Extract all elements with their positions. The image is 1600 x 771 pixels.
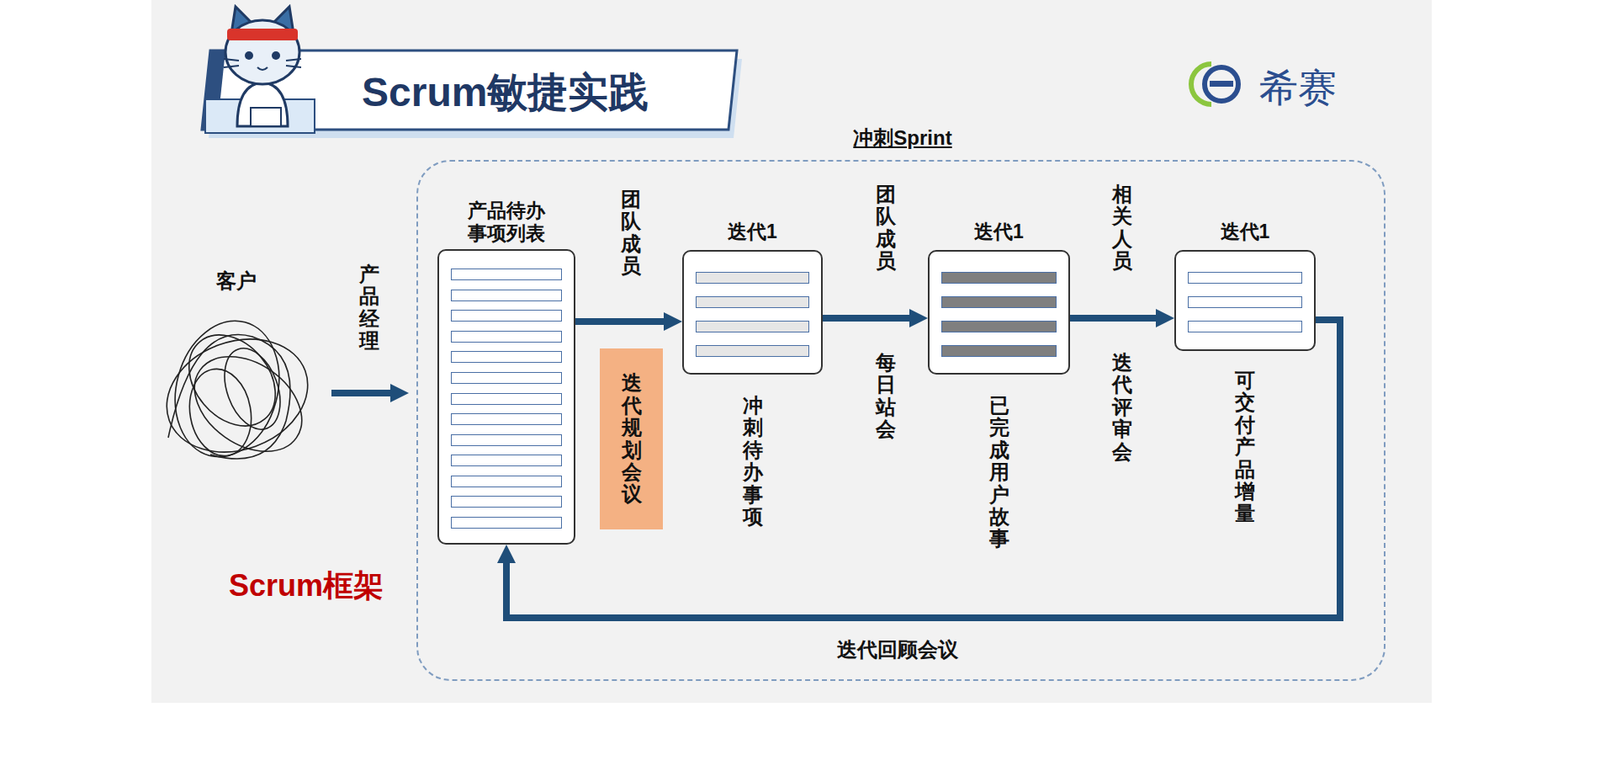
edge-label: 迭代回顾会议 — [837, 635, 959, 663]
logo-mark — [1191, 63, 1239, 105]
list-row — [450, 392, 562, 405]
flow-arrow — [575, 317, 671, 325]
cat-eye — [271, 51, 281, 60]
box-heading: 迭代1 — [974, 218, 1024, 245]
list-row — [450, 413, 562, 425]
cat-mouth — [257, 67, 268, 70]
cat-head — [225, 20, 300, 85]
list-row — [1187, 271, 1303, 284]
meeting-box: 迭代规划会议 — [599, 348, 663, 530]
scribble-loop — [150, 319, 324, 471]
flow-arrow — [506, 319, 1341, 618]
sprint-backlog-box: 迭代1冲刺待办事项 — [682, 249, 823, 375]
done-stories-box: 迭代1已完成用户故事 — [927, 249, 1071, 375]
list-row — [1187, 320, 1303, 333]
list-row — [450, 289, 562, 302]
box-heading: 迭代规划会议 — [621, 371, 642, 505]
list-row — [941, 296, 1057, 308]
scribble-loop — [171, 317, 294, 443]
scribble-loop — [183, 364, 259, 461]
box-caption: 冲刺待办事项 — [742, 394, 763, 528]
scribble-loop — [160, 308, 294, 468]
box-caption: 可交付产品增量 — [1234, 369, 1256, 525]
sprint-region: 产品待办事项列表迭代规划会议迭代1冲刺待办事项迭代1已完成用户故事迭代1可交付产… — [416, 159, 1386, 681]
logo-bar — [1209, 80, 1234, 87]
list-row — [941, 344, 1057, 357]
list-row — [450, 516, 562, 529]
flow-arrow — [1070, 314, 1163, 322]
cat-mascot — [205, 6, 315, 133]
scribble-stroke — [168, 334, 291, 460]
list-row — [695, 296, 810, 308]
increment-box: 迭代1可交付产品增量 — [1174, 249, 1316, 351]
customer-arrow — [331, 383, 409, 403]
list-row — [695, 344, 810, 357]
list-row — [450, 454, 562, 467]
meeting-label: 每日站会 — [875, 351, 896, 441]
cat-whiskers — [223, 58, 302, 68]
framework-label: Scrum框架 — [228, 565, 384, 607]
headband — [227, 28, 298, 41]
meeting-label: 迭代评审会 — [1112, 351, 1133, 463]
actor-label: 客户 — [216, 267, 257, 295]
backlog-box: 产品待办事项列表 — [437, 249, 576, 545]
edge-label: 相关人员 — [1112, 183, 1133, 273]
box-heading: 迭代1 — [1220, 218, 1271, 245]
list-row — [450, 330, 562, 343]
list-row — [450, 434, 562, 446]
customer-scribble — [150, 308, 324, 471]
list-row — [941, 320, 1057, 333]
arrow-shaft — [331, 389, 394, 397]
logo-text: 希赛 — [1259, 62, 1337, 115]
title-text: Scrum敏捷实践 — [361, 65, 649, 120]
edge-label: 团队成员 — [620, 188, 642, 278]
cat-eye — [244, 51, 254, 60]
box-heading: 产品待办事项列表 — [466, 199, 546, 244]
logo-ring — [1204, 67, 1239, 101]
list-row — [450, 268, 562, 281]
region-label: 冲刺Sprint — [852, 124, 952, 152]
list-row — [450, 371, 562, 384]
flow-arrow — [822, 314, 917, 322]
list-row — [450, 350, 562, 363]
box-heading: 迭代1 — [727, 218, 778, 245]
list-row — [450, 475, 562, 488]
box-caption: 已完成用户故事 — [989, 394, 1010, 551]
list-row — [450, 495, 562, 508]
list-row — [695, 320, 810, 333]
list-row — [450, 309, 562, 322]
list-row — [1187, 296, 1303, 308]
arrow-head — [390, 383, 409, 403]
paper — [250, 107, 281, 127]
list-row — [695, 271, 810, 284]
role-label: 产品经理 — [359, 263, 380, 353]
edge-label: 团队成员 — [875, 183, 896, 273]
cat-body — [237, 82, 288, 127]
list-row — [941, 271, 1057, 284]
